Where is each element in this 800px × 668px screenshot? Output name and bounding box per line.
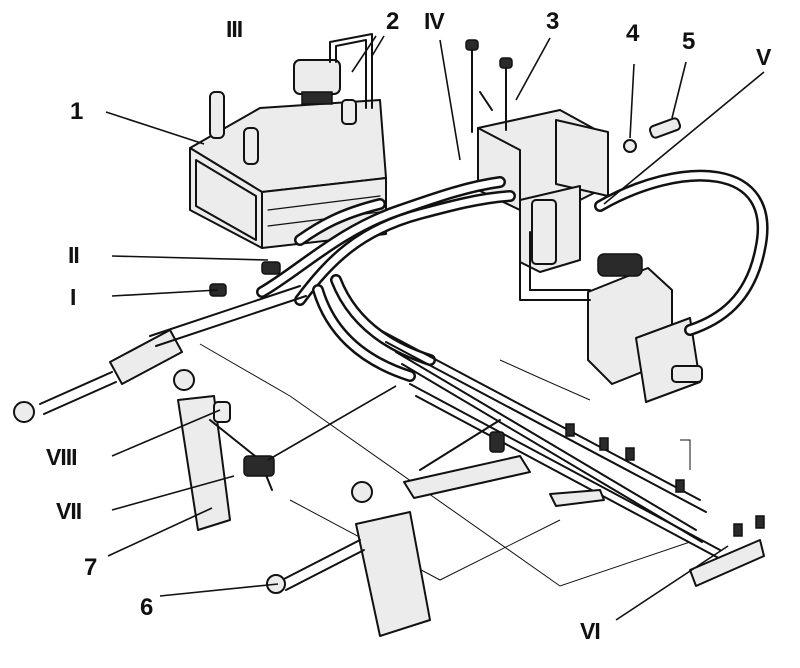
label-3: 3 [546, 8, 560, 35]
label-roman-1: I [70, 284, 76, 310]
label-roman-5: V [756, 44, 771, 70]
label-1: 1 [70, 98, 84, 125]
label-roman-3: III [226, 16, 243, 42]
upper-left-cylinder [13, 261, 307, 423]
washer-4 [623, 139, 637, 153]
label-2: 2 [386, 8, 400, 35]
vertical-cylinder [173, 369, 275, 531]
label-6: 6 [140, 594, 154, 621]
filter-unit [293, 33, 373, 109]
label-7: 7 [84, 554, 98, 581]
hose-bundle [256, 169, 769, 382]
label-4: 4 [626, 20, 640, 47]
label-5: 5 [682, 28, 696, 55]
label-roman-2: II [68, 242, 80, 268]
label-roman-7: VII [56, 498, 82, 524]
distributor-valve [465, 39, 609, 273]
lower-cylinder [266, 419, 531, 637]
hydraulic-pump [587, 253, 703, 403]
leader-lines [105, 35, 765, 621]
label-roman-6: VI [580, 618, 601, 644]
fitting-5 [648, 117, 682, 139]
rigid-pipes [379, 329, 765, 587]
label-roman-4: IV [424, 8, 445, 34]
label-roman-8: VIII [46, 444, 78, 470]
